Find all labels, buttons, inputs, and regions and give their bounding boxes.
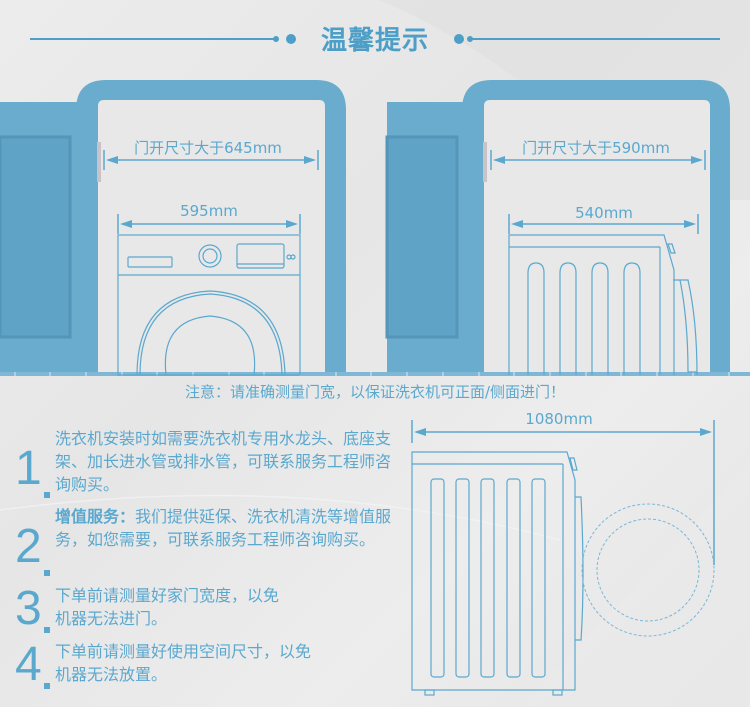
- notice-text: 注意：请准确测量门宽，以保证洗衣机可正面/侧面进门！: [184, 383, 566, 401]
- page-title: 温馨提示: [320, 26, 429, 56]
- dimension-arrow-icon: [120, 220, 132, 228]
- front-door-label: 门开尺寸大于645mm: [134, 139, 282, 157]
- tip-number: 1: [15, 442, 42, 495]
- title-line-left: [30, 38, 275, 40]
- tip-dot: [44, 492, 50, 498]
- dimension-arrow-icon: [286, 220, 298, 228]
- dimension-arrow-icon: [304, 156, 316, 164]
- dimension-arrow-icon: [700, 428, 712, 436]
- title-dot-left-small: [273, 36, 279, 42]
- washing-machine-front-icon: [117, 234, 301, 376]
- dimension-arrow-icon: [511, 220, 523, 228]
- side-machine-dimension: [508, 214, 699, 234]
- header: 温馨提示: [0, 0, 750, 80]
- front-machine-label: 595mm: [180, 202, 238, 220]
- tip-body: 洗衣机安装时如需要洗衣机专用水龙头、底座支架、加长进水管或排水管，可联系服务工程…: [55, 429, 392, 494]
- tip-text: 洗衣机安装时如需要洗衣机专用水龙头、底座支架、加长进水管或排水管，可联系服务工程…: [55, 427, 395, 496]
- door-handle-icon: [483, 142, 487, 182]
- open-door-diagram: 1080mm: [411, 410, 715, 696]
- floor-strip: [0, 372, 750, 376]
- front-view-wall: [0, 80, 346, 372]
- tip-dot: [44, 683, 50, 689]
- title-dot-right-big: [454, 34, 464, 44]
- dimension-arrow-icon: [414, 428, 426, 436]
- tip-number: 4: [15, 638, 42, 691]
- washing-machine-side-icon: [411, 451, 584, 696]
- front-door-dimension: [103, 150, 319, 170]
- tip-dot: [44, 627, 50, 633]
- dimension-arrow-icon: [684, 220, 696, 228]
- door-swing-outline: [581, 503, 715, 637]
- dimension-arrow-icon: [493, 156, 505, 164]
- tip-number: 3: [15, 582, 42, 635]
- total-depth-label: 1080mm: [525, 410, 592, 428]
- tip-body: 我们提供延保、洗衣机清洗等增值服务，如您需要，可联系服务工程师咨询购买。: [55, 507, 392, 549]
- title-dot-left-big: [286, 34, 296, 44]
- side-door-label: 门开尺寸大于590mm: [522, 139, 670, 157]
- door-diagrams: 门开尺寸大于645mm 595mm 门开尺: [0, 80, 750, 376]
- tip-body: 下单前请测量好家门宽度，以免机器无法进门。: [55, 586, 280, 628]
- side-view-wall: [385, 80, 730, 372]
- side-machine-label: 540mm: [575, 204, 633, 222]
- tip-text: 增值服务：我们提供延保、洗衣机清洗等增值服务，如您需要，可联系服务工程师咨询购买…: [55, 505, 395, 551]
- tip-highlight: 增值服务：: [55, 507, 136, 526]
- front-machine-dimension: [117, 214, 301, 234]
- washing-machine-side-icon: [508, 234, 698, 376]
- tip-text: 下单前请测量好使用空间尺寸，以免机器无法放置。: [55, 640, 317, 686]
- tip-number: 2: [15, 520, 42, 573]
- tip-dot: [44, 570, 50, 576]
- tip-text: 下单前请测量好家门宽度，以免机器无法进门。: [55, 584, 285, 630]
- dimension-arrow-icon: [106, 156, 118, 164]
- title-line-right: [470, 38, 720, 40]
- dimension-arrow-icon: [691, 156, 703, 164]
- door-handle-icon: [97, 142, 101, 182]
- total-depth-dimension: [411, 420, 715, 565]
- side-door-dimension: [490, 150, 706, 170]
- tip-body: 下单前请测量好使用空间尺寸，以免机器无法放置。: [55, 642, 312, 684]
